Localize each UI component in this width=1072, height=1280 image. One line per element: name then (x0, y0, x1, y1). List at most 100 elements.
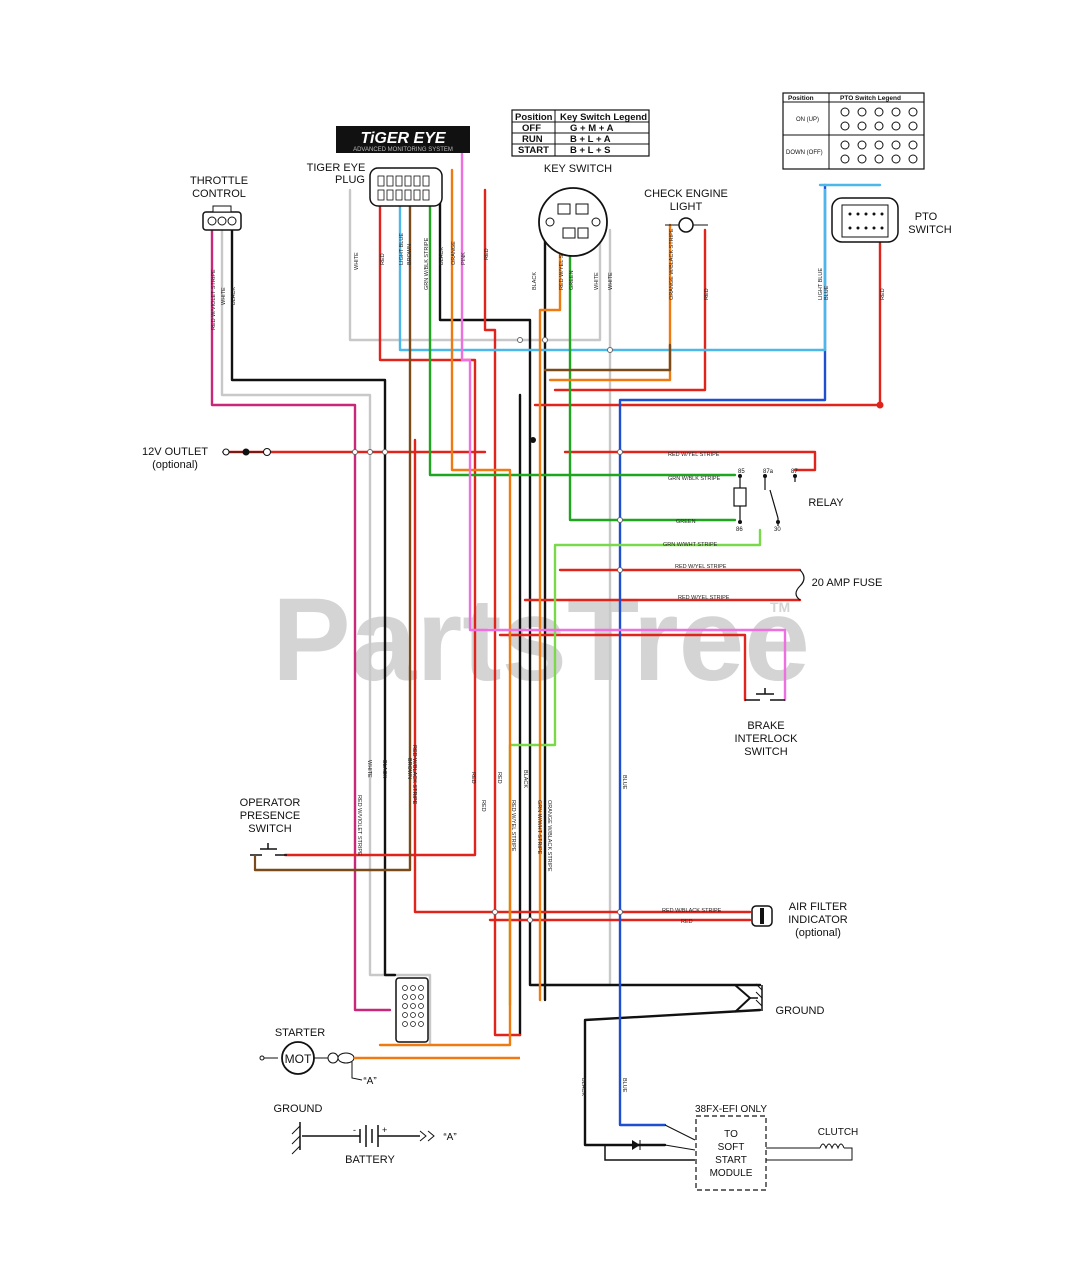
svg-text:SWITCH: SWITCH (248, 823, 291, 835)
legend-cell: B + L + A (570, 134, 611, 145)
wire-label: BLACK (381, 760, 387, 778)
legend-header: Key Switch Legend (560, 112, 647, 123)
svg-text:GROUND: GROUND (274, 1103, 323, 1115)
svg-text:+: + (382, 1125, 387, 1135)
wire-label: RED (380, 253, 386, 265)
svg-text:TIGER EYE: TIGER EYE (307, 162, 366, 174)
wire-label: RED (496, 772, 502, 784)
svg-text:GROUND: GROUND (776, 1005, 825, 1017)
legend-header: PTO Switch Legend (840, 95, 901, 102)
wire-label: GREEN (676, 519, 696, 525)
svg-text:LIGHT: LIGHT (670, 201, 703, 213)
wire-label: BLACK (439, 247, 445, 265)
soft-start-module: 38FX-EFI ONLY TO SOFT START MODULE CLUTC… (604, 1104, 859, 1191)
svg-text:(optional): (optional) (152, 459, 198, 471)
legend-cell: OFF (522, 123, 541, 134)
legend-cell: DOWN (OFF) (786, 150, 823, 156)
wire-label: LIGHT BLUE (399, 233, 405, 265)
wire-label: GRN W/WHT STRIPE (663, 542, 718, 548)
svg-text:30: 30 (774, 527, 781, 533)
wire-label: RED W/YEL STRIPE (675, 564, 727, 570)
wire-label: RED (880, 288, 886, 300)
legend-cell: RUN (522, 134, 543, 145)
wire-label: RED (704, 288, 710, 300)
wire-label: RED W/YEL STRIPE (678, 595, 730, 601)
svg-text:INDICATOR: INDICATOR (788, 914, 848, 926)
svg-text:SWITCH: SWITCH (744, 746, 787, 758)
wire-label: RED W/YEL STRIPE (559, 238, 565, 290)
wire-label: BLUE (824, 285, 830, 300)
svg-text:BRAKE: BRAKE (747, 720, 784, 732)
wire-label: GRN W/BLK STRIPE (424, 237, 430, 290)
svg-text:AIR FILTER: AIR FILTER (789, 901, 848, 913)
wire-label: RED W/VIOLET STRIPE (211, 269, 217, 330)
ground-left-battery: GROUND - + “A” BATTERY (274, 1103, 457, 1166)
wire-label: RED W/VIOLET STRIPE (356, 795, 362, 856)
wire-label: GRN W/BLK STRIPE (668, 476, 721, 482)
key-switch: KEY SWITCH (538, 163, 612, 257)
svg-text:86: 86 (736, 527, 743, 533)
wire-label: BLACK (580, 1078, 586, 1096)
svg-text:TiGER EYE: TiGER EYE (360, 130, 446, 147)
svg-text:CHECK ENGINE: CHECK ENGINE (644, 188, 728, 200)
svg-text:TO: TO (724, 1129, 738, 1140)
svg-text:87: 87 (791, 469, 798, 475)
wire-label: BLACK (532, 272, 538, 290)
wire-label: RED W/YEL STRIPE (668, 452, 720, 458)
legend-cell: B + L + S (570, 145, 610, 156)
wire-label: LIGHT BLUE (818, 268, 824, 300)
air-filter-indicator: AIR FILTER INDICATOR (optional) (751, 901, 848, 939)
legend-cell: START (518, 145, 549, 156)
svg-text:(optional): (optional) (795, 927, 841, 939)
splice-dot-black (530, 437, 536, 443)
throttle-control: THROTTLE CONTROL (190, 175, 248, 231)
starter: STARTER MOT “A” (259, 1027, 520, 1087)
svg-text:“A”: “A” (363, 1076, 376, 1087)
svg-text:CONTROL: CONTROL (192, 188, 246, 200)
check-engine-light: CHECK ENGINE LIGHT (644, 188, 728, 233)
wire-label: BROWN (407, 244, 413, 265)
wire-label: RED (470, 772, 476, 784)
legend-cell: G + M + A (570, 123, 614, 134)
svg-text:RELAY: RELAY (808, 497, 844, 509)
wire-label: BLACK (231, 287, 237, 305)
wire-label: WHITE (594, 272, 600, 290)
svg-text:12V OUTLET: 12V OUTLET (142, 446, 208, 458)
harness-connector (395, 977, 429, 1043)
relay: RELAY 85 87a 87 86 30 (733, 469, 844, 533)
brake-interlock-switch: BRAKE INTERLOCK SWITCH (735, 688, 799, 758)
svg-text:85: 85 (738, 469, 745, 475)
svg-text:“A”: “A” (443, 1132, 456, 1143)
wire-label: BLUE (621, 1078, 627, 1093)
wire-label: RED W/YEL STRIPE (510, 800, 516, 852)
wire-label: RED (480, 800, 486, 812)
wire-label: GRN W/WHT STRIPE (536, 800, 542, 855)
operator-presence-switch: OPERATOR PRESENCE SWITCH (240, 797, 300, 870)
pto-switch: PTO SWITCH (831, 197, 952, 243)
tiger-eye-logo: TiGER EYE ADVANCED MONITORING SYSTEM (336, 126, 470, 153)
wire-label: GREEN (569, 270, 575, 290)
svg-text:THROTTLE: THROTTLE (190, 175, 248, 187)
svg-text:38FX-EFI ONLY: 38FX-EFI ONLY (695, 1104, 767, 1115)
svg-text:STARTER: STARTER (275, 1027, 325, 1039)
wire-label: BLUE (621, 775, 627, 790)
svg-text:CLUTCH: CLUTCH (818, 1127, 859, 1138)
svg-text:SOFT: SOFT (718, 1142, 745, 1153)
svg-text:ADVANCED MONITORING SYSTEM: ADVANCED MONITORING SYSTEM (353, 147, 453, 153)
wire-label: WHITE (221, 287, 227, 305)
wire-label: ORANGE W/BLACK STRIPE (669, 228, 675, 300)
wire-label: RED W/BLACK STRIPE (411, 745, 417, 805)
svg-text:INTERLOCK: INTERLOCK (735, 733, 799, 745)
wire-label: RED (681, 919, 693, 925)
outlet-12v: 12V OUTLET (optional) (142, 446, 271, 471)
wire-labels: WHITE RED BROWN LIGHT BLUE GRN W/BLK STR… (211, 228, 886, 1096)
fuse-20a: 20 AMP FUSE (795, 569, 882, 601)
wire-label: BLACK (522, 770, 528, 788)
svg-text:BATTERY: BATTERY (345, 1154, 395, 1166)
svg-text:MOT: MOT (285, 1052, 312, 1066)
wire-label: RED (484, 248, 490, 260)
wire-label: WHITE (608, 272, 614, 290)
wire-label: RED W/BLACK STRIPE (662, 908, 722, 914)
legend-header: Position (788, 95, 814, 102)
